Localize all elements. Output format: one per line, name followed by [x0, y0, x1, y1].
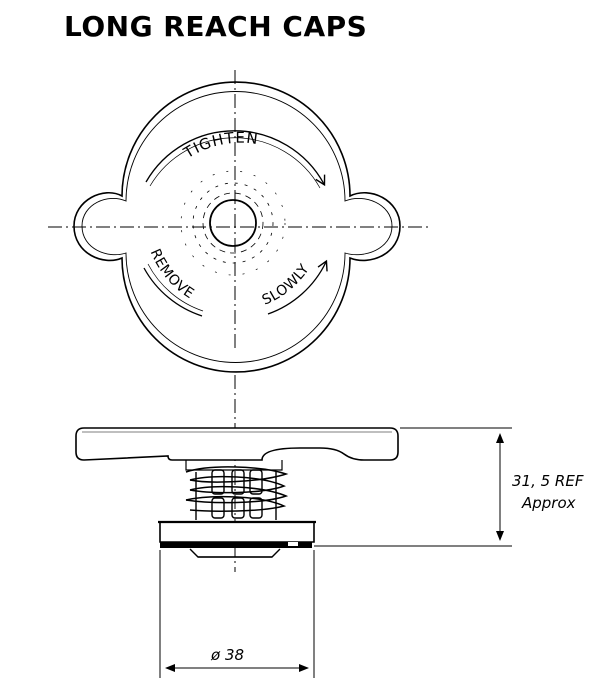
- tighten-arrow-shadow: [149, 137, 321, 189]
- center-stud-ring-far: [180, 170, 286, 276]
- gasket-notch: [288, 542, 298, 546]
- cap-side-view: [75, 375, 399, 572]
- seal-body: [159, 521, 315, 543]
- gasket: [160, 542, 312, 548]
- cap-top-disc: [75, 427, 399, 461]
- page-title: LONG REACH CAPS: [64, 10, 368, 43]
- height-dimension-note: Approx: [521, 494, 576, 512]
- plunger-stems: [195, 469, 277, 520]
- remove-arc-shadow: [147, 263, 204, 312]
- slowly-label: SLOWLY: [260, 261, 313, 308]
- dimension-lines: [159, 427, 512, 678]
- diameter-label: ø 38: [210, 646, 244, 664]
- height-dimension-label: 31, 5 REF: [512, 472, 584, 490]
- remove-arc: [143, 267, 203, 317]
- cap-top-view: [48, 70, 430, 373]
- spring: [185, 466, 289, 512]
- tighten-arrow: [145, 130, 326, 187]
- slowly-arrow: [267, 259, 328, 315]
- center-stud: [209, 199, 257, 247]
- cap-inner-outline: [81, 91, 393, 363]
- center-stud-ring-outer: [192, 182, 274, 264]
- center-stud-ring: [202, 192, 264, 254]
- tighten-label: TIGHTEN: [180, 129, 260, 163]
- cap-outline: [73, 81, 401, 373]
